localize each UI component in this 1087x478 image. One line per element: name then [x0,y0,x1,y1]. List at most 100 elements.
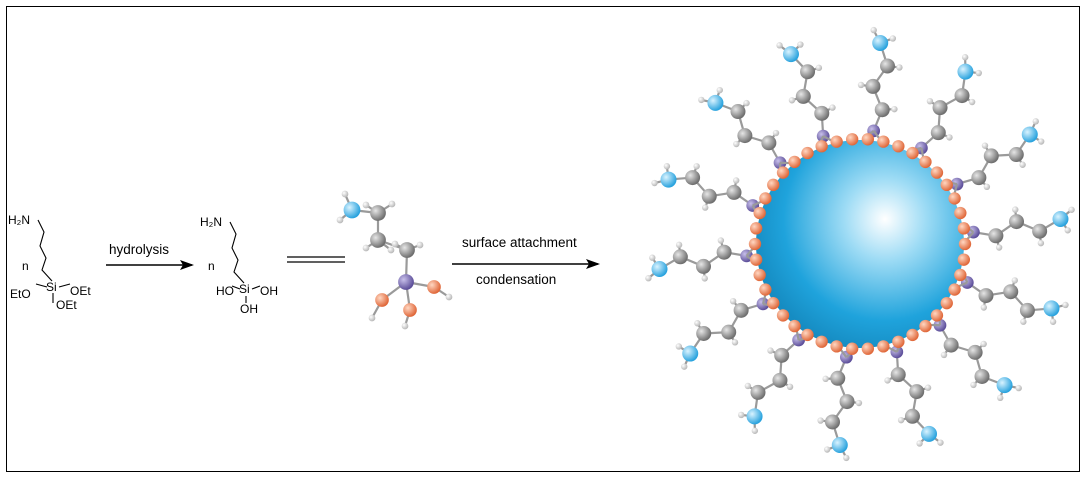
oxygen-atom [776,309,790,322]
carbon-atom [909,384,925,400]
hydrogen-atom [1064,227,1071,234]
hydrogen-atom [1068,206,1075,213]
carbon-atom [904,408,920,424]
oxygen-atom [906,146,919,160]
hydrogen-atom [857,81,865,89]
hydrogen-atom [896,64,903,71]
hydrogen-atom [416,241,424,249]
oxygen-atom [845,342,859,355]
reactant-amine-label: H₂N [8,213,30,227]
oxygen-atom [948,283,961,296]
attachment-label: surface attachment [462,235,577,250]
hydrogen-atom [651,179,658,187]
hydrogen-atom [897,416,905,424]
reactant-ethoxy-right: OEt [70,284,91,298]
hydrogen-atom [391,240,399,248]
carbon-atom [967,344,983,360]
carbon-atom [370,232,386,248]
oxygen-atom [801,328,814,342]
hydrogen-atom [744,382,752,390]
carbon-atom [971,170,987,186]
carbon-atom [772,372,788,388]
hydrolysis-label: hydrolysis [109,242,169,257]
hydrogen-atom [362,201,370,209]
reactant-si-bonds [35,283,71,303]
carbon-atom [874,102,890,118]
nitrogen-atom [996,377,1013,394]
product-si-label: Si [239,282,250,296]
hydrogen-atom [681,363,688,370]
nitrogen-atom [682,345,699,362]
hydrogen-atom [855,399,863,407]
hydrogen-atom [924,384,932,391]
hydrogen-atom [698,96,705,104]
hydrogen-atom [823,446,831,453]
carbon-atom [978,288,994,304]
oxygen-atom [845,133,859,146]
nitrogen-atom [831,437,848,454]
reactant-si-label: Si [46,280,57,294]
carbon-atom [865,78,881,94]
product-structure: H₂N n Si HO OH OH [200,215,278,316]
nitrogen-atom [1043,300,1060,317]
carbon-atom [839,394,855,410]
oxygen-atom [892,335,905,348]
hydrogen-atom [743,99,750,107]
oxygen-atom [948,192,961,205]
oxygen-atom [815,335,828,348]
nitrogen-atom [651,261,668,278]
carbon-atom [701,188,717,204]
nitrogen-atom [872,34,889,51]
oxygen-atom [940,296,953,310]
carbon-atom [685,170,701,186]
oxygen-atom [767,178,780,192]
hydrogen-atom [368,314,376,322]
carbon-atom [983,148,999,164]
hydrogen-atom [937,439,944,446]
hydrogen-atom [716,86,723,94]
hydrogen-atom [1011,277,1018,284]
oxygen-atom [930,309,944,322]
hydrogen-atom [694,320,701,327]
oxygen-atom [748,237,762,251]
hydrogen-atom [1012,206,1019,213]
hydrogen-atom [729,297,737,305]
carbon-atom [370,205,386,221]
hydrogen-atom [675,241,683,249]
nitrogen-atom [707,94,724,111]
oxygen-atom [753,268,766,282]
hydrogen-atom [817,417,824,424]
oxygen-atom [788,319,801,333]
carbon-atom [974,368,990,384]
nitrogen-atom [660,171,677,188]
hydrogen-atom [702,204,709,211]
hydrogen-atom [940,351,948,359]
oxygen-atom [830,340,843,353]
hydrogen-atom [772,129,780,137]
carbon-atom [880,58,896,74]
carbon-atom [737,128,753,144]
carbon-atom [399,242,415,258]
product-amine-label: H₂N [200,215,222,229]
hydrogen-atom [732,177,740,184]
silanol-ball-and-stick-model [336,190,453,330]
hydrogen-atom [884,377,891,384]
oxygen-atom [930,166,944,179]
oxygen-atom [759,283,772,296]
hydrogen-atom [649,254,656,261]
hydrogen-atom [336,216,344,224]
carbon-atom [774,347,790,363]
oxygen-atom [788,155,801,169]
hydrogen-atom [387,246,395,254]
oxygen-atom [957,222,971,235]
hydrogen-atom [843,454,850,462]
hydrogen-atom [961,54,969,61]
equivalence-sign [287,256,345,263]
oxygen-atom [776,166,790,179]
oxygen-atom [861,133,875,146]
oxygen-atom [957,253,971,266]
product-si-bonds [231,285,261,303]
hydrogen-atom [401,322,409,330]
